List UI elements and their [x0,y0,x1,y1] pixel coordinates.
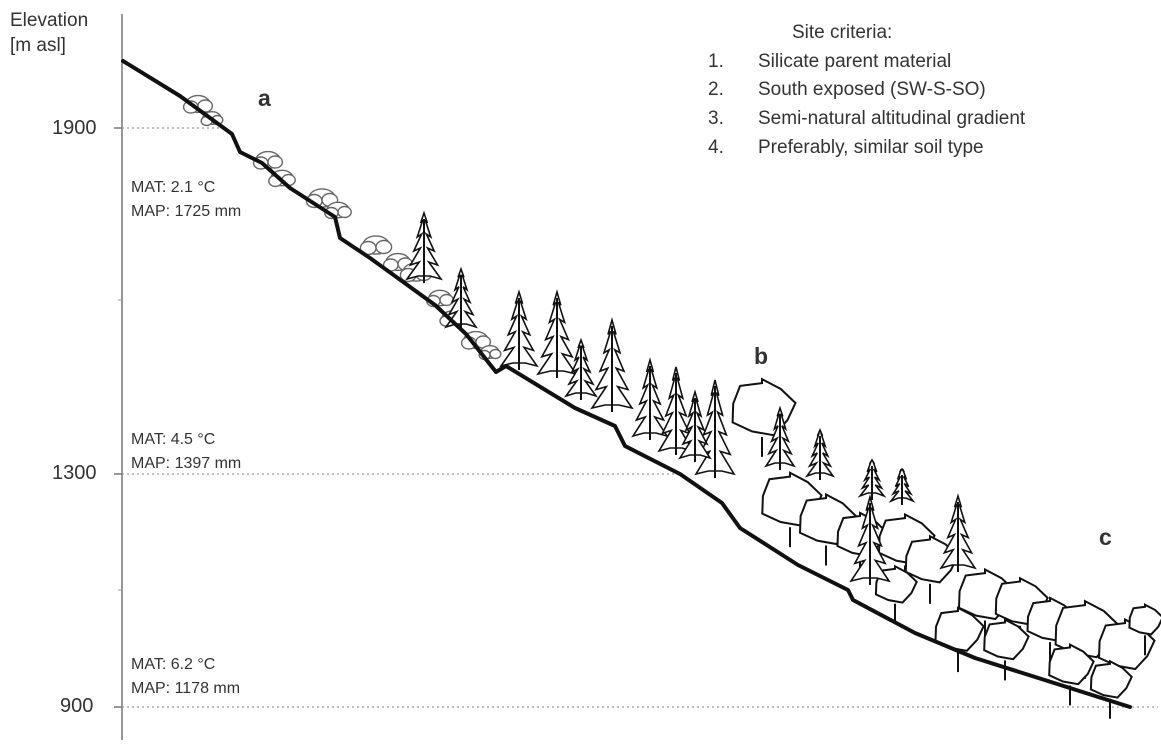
tick-label-1300: 1300 [52,462,97,484]
site-label-a: a [258,85,271,111]
broadleaf-tree [1089,659,1133,719]
conifer-tree [764,405,796,470]
alpine-shrub [359,235,393,256]
criteria-text: Silicate parent material [758,51,952,72]
map-value: MAP: 1397 mm [131,455,242,472]
criteria-number: 3. [708,108,724,129]
criteria-text: Preferably, similar soil type [758,137,984,158]
slope-profile [121,59,1132,709]
map-value: MAP: 1178 mm [131,680,241,697]
mat-value: MAT: 6.2 °C [131,656,216,673]
criteria-item: 3. Semi-natural altitudinal gradient [708,108,1025,130]
site-label-b: b [754,343,769,369]
conifer-tree [444,266,478,331]
broadleaf-tree [1048,642,1095,706]
conifer-tree [888,467,916,505]
axis-title: Elevation [m asl] [10,8,88,58]
conifer-tree [657,366,695,455]
criteria-number: 4. [708,137,724,158]
conifer-tree [804,427,836,480]
conifer-tree [849,494,891,585]
criteria-item: 4. Preferably, similar soil type [708,137,984,159]
alpine-shrub [182,94,214,114]
conifer-tree [499,289,539,370]
broadleaf-tree [1128,603,1161,656]
criteria-item: 2. South exposed (SW-S-SO) [708,79,986,101]
conifer-tree [405,210,443,283]
conifer-tree [590,317,634,412]
tick-label-1900: 1900 [52,117,97,139]
mat-value: MAT: 4.5 °C [131,431,216,448]
map-value: MAP: 1725 mm [131,203,242,220]
tick-label-900: 900 [60,695,94,717]
broadleaf-tree [983,617,1030,681]
climate-label-low: MAT: 6.2 °C MAP: 1178 mm [131,653,240,701]
mat-value: MAT: 2.1 °C [131,179,216,196]
conifer-tree [631,357,669,440]
criteria-number: 1. [708,51,724,72]
axis-title-line1: Elevation [10,10,89,31]
conifer-tree [857,458,887,500]
criteria-item: 1. Silicate parent material [708,51,951,73]
climate-label-mid: MAT: 4.5 °C MAP: 1397 mm [131,428,241,476]
conifer-tree [939,493,977,572]
criteria-text: South exposed (SW-S-SO) [758,79,986,100]
criteria-title: Site criteria: [792,22,893,43]
axis-title-line2: [m asl] [10,35,66,56]
criteria-number: 2. [708,79,724,100]
conifer-tree [678,389,712,462]
criteria-text: Semi-natural altitudinal gradient [758,108,1026,129]
conifer-trees [405,210,977,585]
conifer-tree [563,337,599,400]
climate-label-high: MAT: 2.1 °C MAP: 1725 mm [131,176,241,224]
alpine-shrub [382,252,414,272]
site-label-c: c [1099,524,1112,550]
broadleaf-tree [934,606,985,673]
conifer-tree [536,289,578,378]
